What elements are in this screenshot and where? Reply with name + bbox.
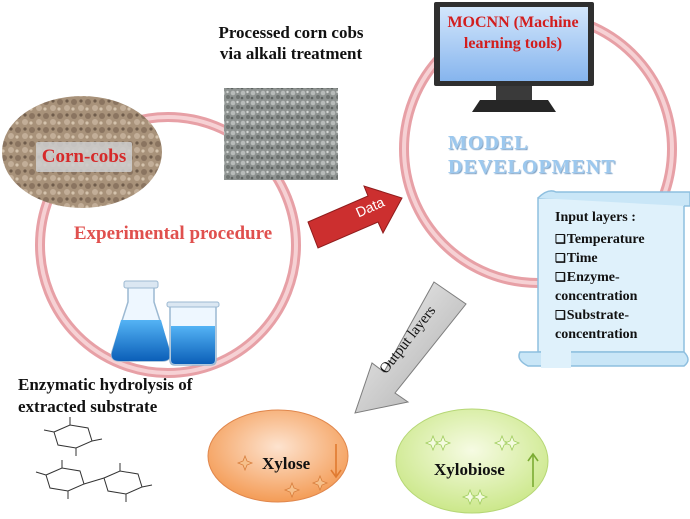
beaker-icon bbox=[166, 301, 220, 366]
xylobiose-label: Xylobiose bbox=[434, 460, 505, 479]
input-layers-title: Input layers : bbox=[555, 210, 636, 225]
xylobiose-structure-icon bbox=[35, 460, 153, 502]
mocnn-label: MOCNN (Machine learning tools) bbox=[447, 14, 579, 52]
xylose-structure-icon bbox=[43, 417, 103, 456]
input-item-substrate-concentration: Substrate- concentration bbox=[555, 306, 685, 344]
input-layers-list: Input layers : Temperature Time Enzyme- … bbox=[555, 208, 685, 344]
model-development-label: MODEL DEVELOPMENT bbox=[448, 131, 648, 179]
data-arrow bbox=[307, 185, 403, 249]
input-item-time: Time bbox=[555, 249, 685, 268]
corn-cobs-label: Corn-cobs bbox=[36, 142, 132, 172]
enzymatic-hydrolysis-label: Enzymatic hydrolysis of extracted substr… bbox=[18, 375, 193, 416]
xylose-ellipse bbox=[207, 409, 349, 503]
model-line-2: DEVELOPMENT bbox=[448, 156, 616, 178]
model-line-1: MODEL bbox=[448, 132, 529, 154]
experimental-procedure-label: Experimental procedure bbox=[73, 223, 273, 244]
down-arrow-icon bbox=[330, 444, 342, 479]
input-item-enzyme-concentration: Enzyme- concentration bbox=[555, 268, 685, 306]
erlenmeyer-flask-icon bbox=[110, 280, 172, 362]
computer-monitor-icon bbox=[434, 2, 594, 112]
up-arrow-icon bbox=[527, 452, 539, 487]
sparkle-icon bbox=[236, 454, 329, 499]
output-arrow bbox=[354, 281, 467, 414]
xylobiose-ellipse bbox=[395, 408, 549, 514]
processed-corn-cobs-photo bbox=[224, 88, 338, 180]
sparkle-icon bbox=[424, 434, 521, 506]
processed-corn-cobs-label: Processed corn cobs via alkali treatment bbox=[218, 23, 364, 63]
xylose-label: Xylose bbox=[262, 454, 311, 473]
input-item-temperature: Temperature bbox=[555, 230, 685, 249]
